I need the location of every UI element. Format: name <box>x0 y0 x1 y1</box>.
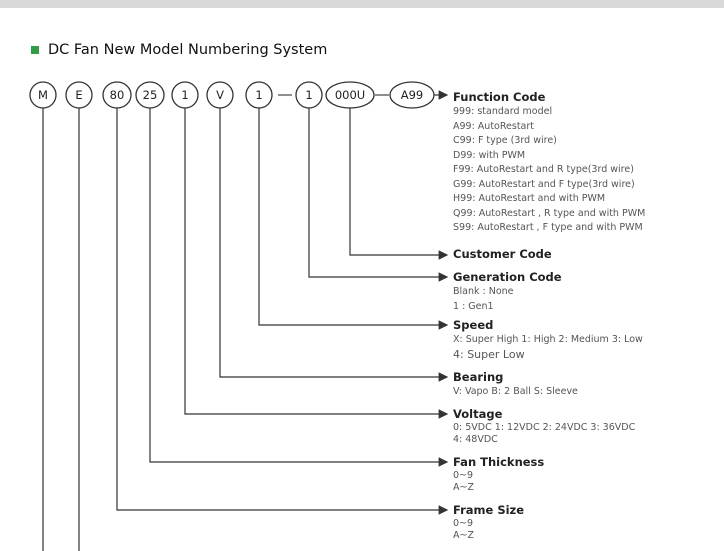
frame-size-option: A~Z <box>453 530 474 541</box>
voltage-option: 4: 48VDC <box>453 434 498 445</box>
top-bar <box>0 0 724 8</box>
code-part-oval: 25 <box>135 81 165 109</box>
code-part-oval: V <box>206 81 234 109</box>
function-code-option: C99: F type (3rd wire) <box>453 135 557 146</box>
function-code-option: 999: standard model <box>453 106 553 117</box>
speed-option: X: Super High 1: High 2: Medium 3: Low <box>453 334 643 345</box>
code-part-text: 25 <box>143 88 158 102</box>
code-part-text: A99 <box>401 88 424 102</box>
speed-block: Speed X: Super High 1: High 2: Medium 3:… <box>453 318 643 362</box>
code-part-text: 1 <box>255 88 262 102</box>
green-square-icon <box>31 46 39 54</box>
customer-code-connector <box>349 108 449 260</box>
bearing-heading: Bearing <box>453 370 504 384</box>
generation-code-option: Blank : None <box>453 286 514 297</box>
code-part-text: V <box>216 88 224 102</box>
code-part-text: M <box>38 88 48 102</box>
bearing-block: Bearing V: Vapo B: 2 Ball S: Sleeve <box>453 370 578 400</box>
voltage-connector <box>184 108 449 419</box>
bearing-connector <box>219 108 449 382</box>
function-code-option: S99: AutoRestart , F type and with PWM <box>453 222 643 233</box>
function-code-heading: Function Code <box>453 90 546 104</box>
function-code-option: A99: AutoRestart <box>453 120 535 132</box>
code-part-text: 1 <box>305 88 312 102</box>
function-code-option: D99: with PWM <box>453 149 526 161</box>
customer-code-heading: Customer Code <box>453 247 552 261</box>
generation-code-option: 1 : Gen1 <box>453 300 494 312</box>
generation-code-block: Generation Code Blank : None 1 : Gen1 <box>453 270 562 314</box>
code-part-text: 80 <box>110 88 125 102</box>
code-part-oval: E <box>65 81 93 109</box>
page-title-text: DC Fan New Model Numbering System <box>48 42 328 58</box>
fan-thickness-block: Fan Thickness 0~9 A~Z <box>453 455 544 494</box>
frame-size-heading: Frame Size <box>453 503 525 517</box>
function-code-option: G99: AutoRestart and F type(3rd wire) <box>453 178 635 190</box>
generation-code-connector <box>308 108 449 282</box>
speed-option: 4: Super Low <box>453 347 525 361</box>
code-part-oval: 000U <box>325 81 375 109</box>
voltage-block: Voltage 0: 5VDC 1: 12VDC 2: 24VDC 3: 36V… <box>453 407 635 446</box>
voltage-heading: Voltage <box>453 407 503 421</box>
code-part-oval: 80 <box>102 81 132 109</box>
frame-size-option: 0~9 <box>453 518 474 529</box>
code-part-oval: 1 <box>295 81 323 109</box>
function-code-option: Q99: AutoRestart , R type and with PWM <box>453 207 646 219</box>
fan-thickness-heading: Fan Thickness <box>453 455 545 469</box>
function-code-option: F99: AutoRestart and R type(3rd wire) <box>453 164 634 175</box>
code-part-oval: 1 <box>245 81 273 109</box>
speed-connector <box>258 108 449 330</box>
code-part-text: 000U <box>335 88 365 102</box>
function-code-option: H99: AutoRestart and with PWM <box>453 193 606 204</box>
fan-thickness-option: A~Z <box>453 482 474 493</box>
code-part-oval: 1 <box>171 81 199 109</box>
generation-code-heading: Generation Code <box>453 270 562 284</box>
customer-code-block: Customer Code <box>453 247 552 262</box>
code-part-oval: M <box>29 81 57 109</box>
speed-heading: Speed <box>453 318 494 332</box>
frame-size-connector <box>116 108 449 515</box>
fan-thickness-option: 0~9 <box>453 470 474 481</box>
page-title: DC Fan New Model Numbering System <box>31 42 327 58</box>
frame-size-block: Frame Size 0~9 A~Z <box>453 503 524 542</box>
code-part-text: E <box>75 88 82 102</box>
code-part-text: 1 <box>181 88 188 102</box>
voltage-option: 0: 5VDC 1: 12VDC 2: 24VDC 3: 36VDC <box>453 422 636 433</box>
bearing-option: V: Vapo B: 2 Ball S: Sleeve <box>453 386 578 397</box>
function-code-block: Function Code 999: standard model A99: A… <box>453 90 645 236</box>
fan-thickness-connector <box>149 108 449 467</box>
code-part-oval: A99 <box>389 81 435 109</box>
